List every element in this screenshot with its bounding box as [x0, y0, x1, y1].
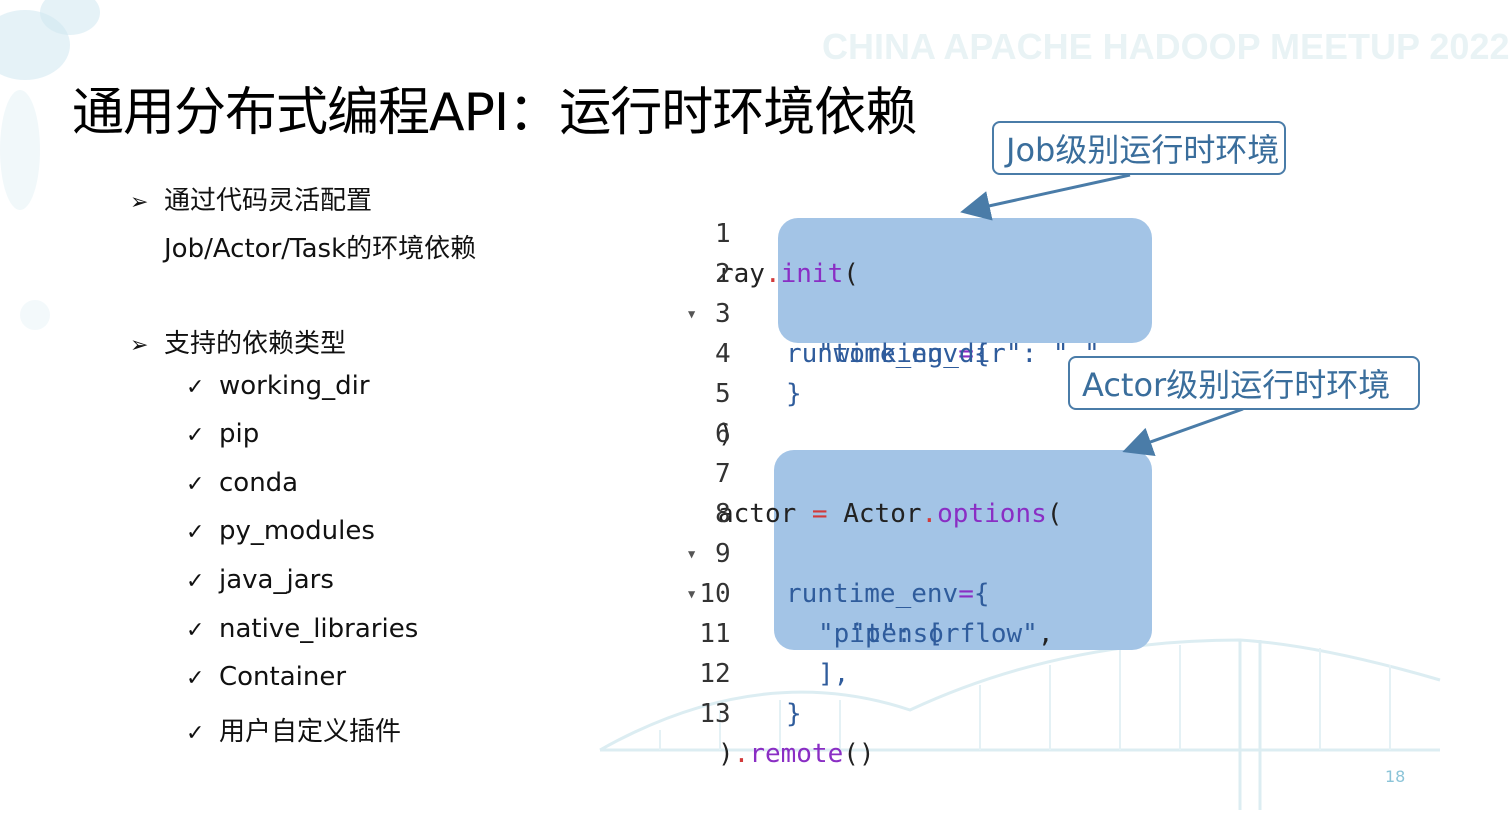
job-runtime-env-highlight [778, 218, 1152, 343]
job-level-callout: Job级别运行时环境 [992, 121, 1286, 175]
actor-runtime-env-highlight [774, 450, 1152, 650]
code-line: 9 ▼ "pip": [ [630, 494, 943, 649]
line-number: 11 [699, 619, 731, 649]
arrow-bullet-icon: ➢ [130, 190, 149, 215]
code-line: 1 ray.init( [630, 174, 859, 289]
bullet-text-continued: Job/Actor/Task的环境依赖 [164, 234, 477, 264]
line-number: 1 [714, 219, 731, 249]
bullet-item: ➢ 通过代码灵活配置 [130, 180, 372, 217]
check-icon: ✓ [186, 569, 205, 594]
dependency-item: ✓py_modules [186, 516, 375, 546]
code-line: 3 "working_dir": ".", [630, 254, 1115, 369]
code-line: 4 } [630, 294, 802, 409]
dependency-item: ✓conda [186, 468, 299, 498]
fold-chevron-icon[interactable]: ▼ [688, 307, 696, 321]
line-number: 7 [714, 459, 731, 489]
dependency-item: ✓native_libraries [186, 614, 419, 644]
dependency-item: ✓pip [186, 419, 260, 449]
page-number: 18 [1385, 767, 1406, 786]
arrow-bullet-icon: ➢ [130, 333, 149, 358]
line-number: 10 [699, 579, 731, 609]
bullet-text: 通过代码灵活配置 [164, 186, 373, 216]
line-number: 9 [714, 539, 731, 569]
code-line: 10 "tensorflow", [630, 534, 1053, 649]
bullet-item: ➢ 支持的依赖类型 [130, 323, 346, 360]
code-line: 11 ], [630, 574, 849, 689]
code-line: 6 [630, 374, 731, 449]
line-number: 4 [714, 339, 731, 369]
code-line: 7 actor = Actor.options( [630, 414, 1062, 529]
check-icon: ✓ [186, 520, 205, 545]
line-number: 5 [714, 379, 731, 409]
dependency-item: ✓working_dir [186, 371, 370, 401]
dependency-item: ✓用户自定义插件 [186, 717, 402, 747]
check-icon: ✓ [186, 472, 205, 497]
fold-chevron-icon[interactable]: ▼ [688, 547, 696, 561]
code-line: 8 ▼ runtime_env={ [630, 454, 990, 609]
check-icon: ✓ [186, 721, 205, 746]
actor-level-callout: Actor级别运行时环境 [1068, 356, 1420, 410]
line-number: 8 [714, 499, 731, 529]
code-line: 13 ).remote() [630, 654, 874, 769]
dependency-item: ✓java_jars [186, 565, 334, 595]
check-icon: ✓ [186, 618, 205, 643]
bullet-text: 支持的依赖类型 [164, 329, 347, 359]
line-number: 2 [714, 259, 731, 289]
bridge-graphic [599, 638, 1441, 810]
meetup-watermark: CHINA APACHE HADOOP MEETUP 2022 [822, 26, 1509, 67]
slide-title: 通用分布式编程API：运行时环境依赖 [72, 83, 917, 143]
code-line: 12 } [630, 614, 801, 729]
check-icon: ✓ [186, 666, 205, 691]
dependency-item: ✓Container [186, 662, 347, 692]
code-line: 5 ) [630, 334, 734, 449]
check-icon: ✓ [186, 423, 205, 448]
line-number: 13 [699, 699, 731, 729]
check-icon: ✓ [186, 375, 205, 400]
fold-chevron-icon[interactable]: ▼ [688, 587, 696, 601]
line-number: 3 [714, 299, 731, 329]
code-line: 2 ▼ runtime_env={ [630, 214, 990, 369]
line-number: 6 [714, 419, 731, 449]
line-number: 12 [699, 659, 731, 689]
